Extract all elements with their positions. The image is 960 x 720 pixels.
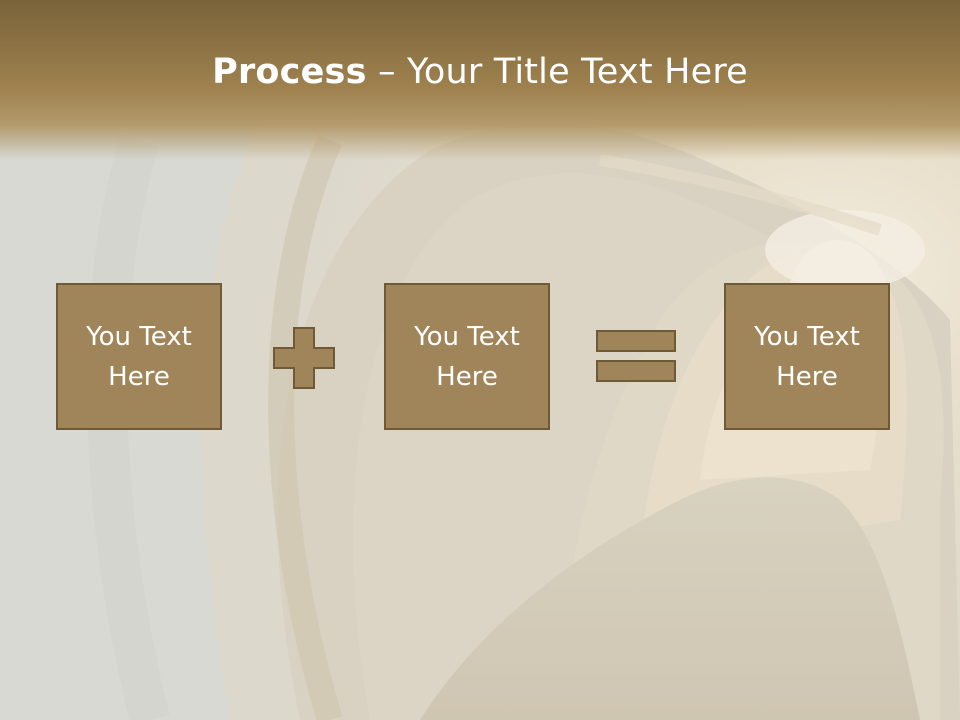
process-box-1[interactable]: You Text Here: [56, 283, 222, 430]
equals-icon: [596, 330, 676, 382]
process-box-1-label: You Text Here: [86, 321, 192, 392]
process-box-3-label: You Text Here: [754, 321, 860, 392]
plus-icon: [273, 327, 335, 389]
slide-title: Process – Your Title Text Here: [0, 52, 960, 92]
title-band: [0, 0, 960, 160]
process-box-2[interactable]: You Text Here: [384, 283, 550, 430]
title-rest-text: – Your Title Text Here: [366, 52, 748, 92]
title-bold-text: Process: [212, 52, 367, 92]
process-box-2-label: You Text Here: [414, 321, 520, 392]
process-box-3[interactable]: You Text Here: [724, 283, 890, 430]
